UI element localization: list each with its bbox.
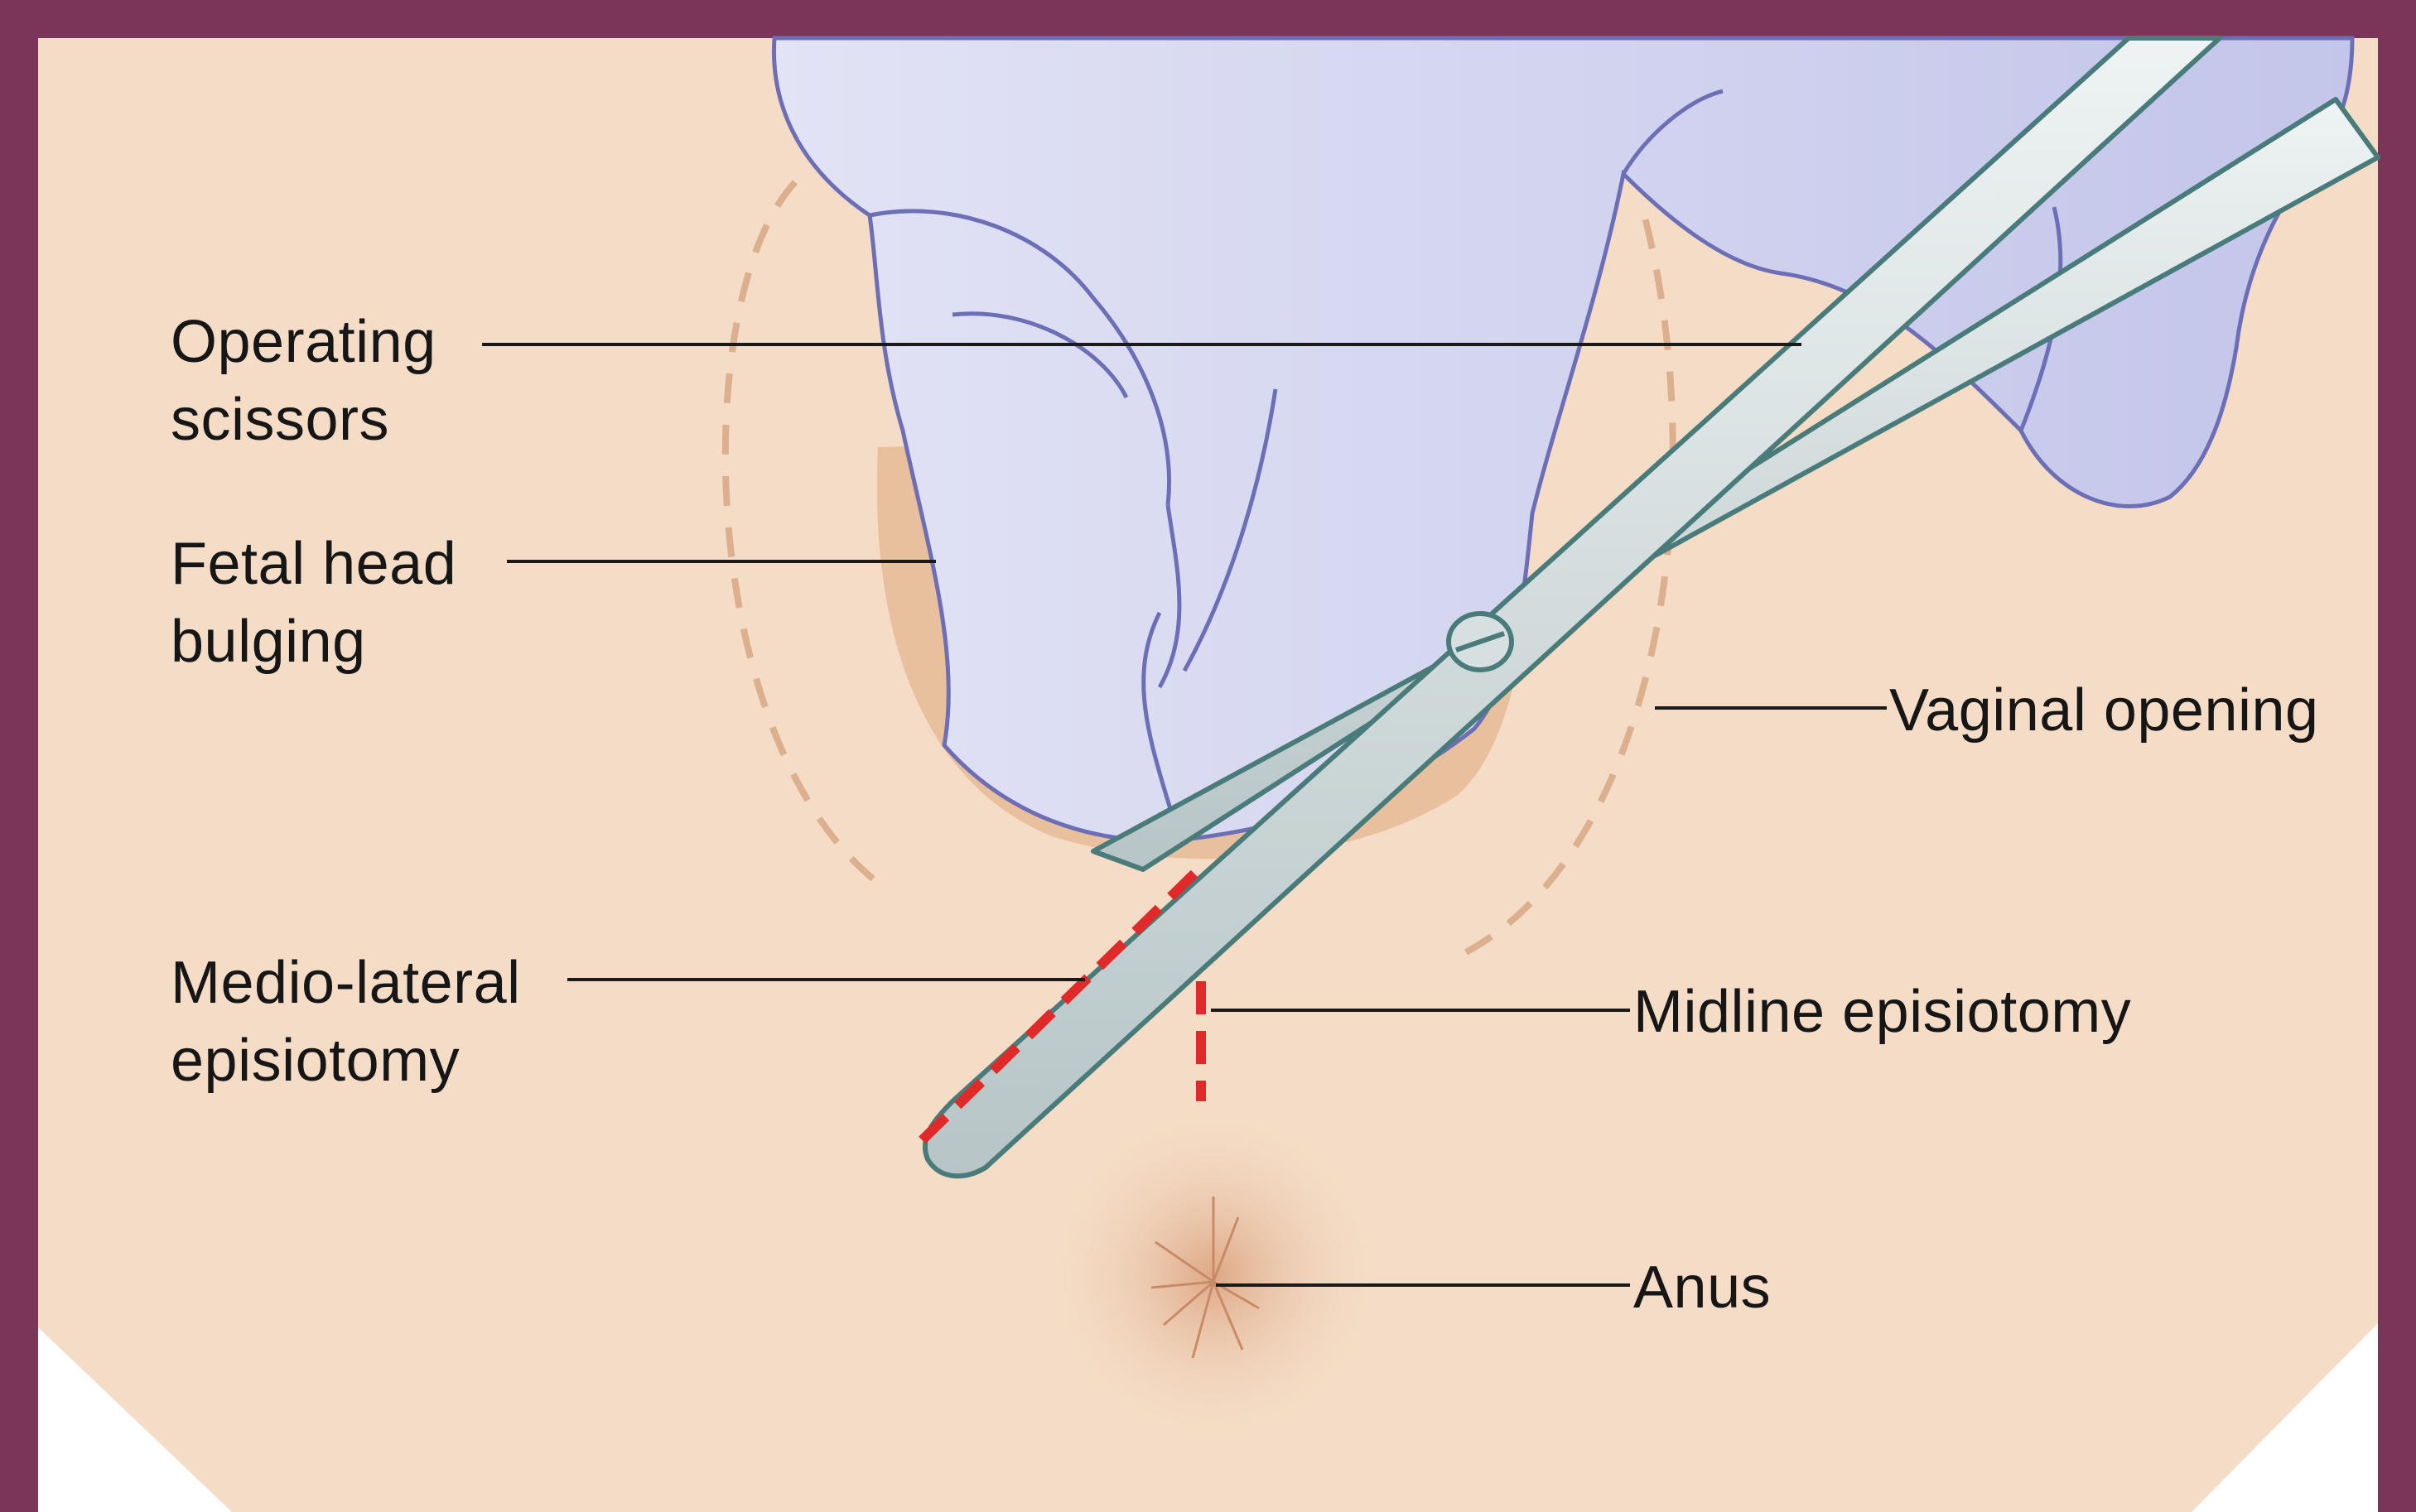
- label-fetal-head-line1: Fetal head: [171, 525, 456, 603]
- label-operating-scissors: Operating scissors: [171, 303, 436, 459]
- label-operating-scissors-line2: scissors: [171, 381, 436, 459]
- label-mediolateral: Medio-lateral episiotomy: [171, 944, 521, 1100]
- label-midline-text: Midline episiotomy: [1633, 973, 2131, 1051]
- label-anus-text: Anus: [1633, 1249, 1771, 1327]
- label-fetal-head: Fetal head bulging: [171, 525, 456, 681]
- label-mediolateral-line1: Medio-lateral: [171, 944, 521, 1022]
- label-vaginal-opening: Vaginal opening: [1889, 672, 2319, 749]
- label-mediolateral-line2: episiotomy: [171, 1022, 521, 1100]
- label-fetal-head-line2: bulging: [171, 603, 456, 681]
- label-vaginal-opening-text: Vaginal opening: [1889, 672, 2319, 749]
- label-anus: Anus: [1633, 1249, 1771, 1327]
- label-midline: Midline episiotomy: [1633, 973, 2131, 1051]
- label-operating-scissors-line1: Operating: [171, 303, 436, 381]
